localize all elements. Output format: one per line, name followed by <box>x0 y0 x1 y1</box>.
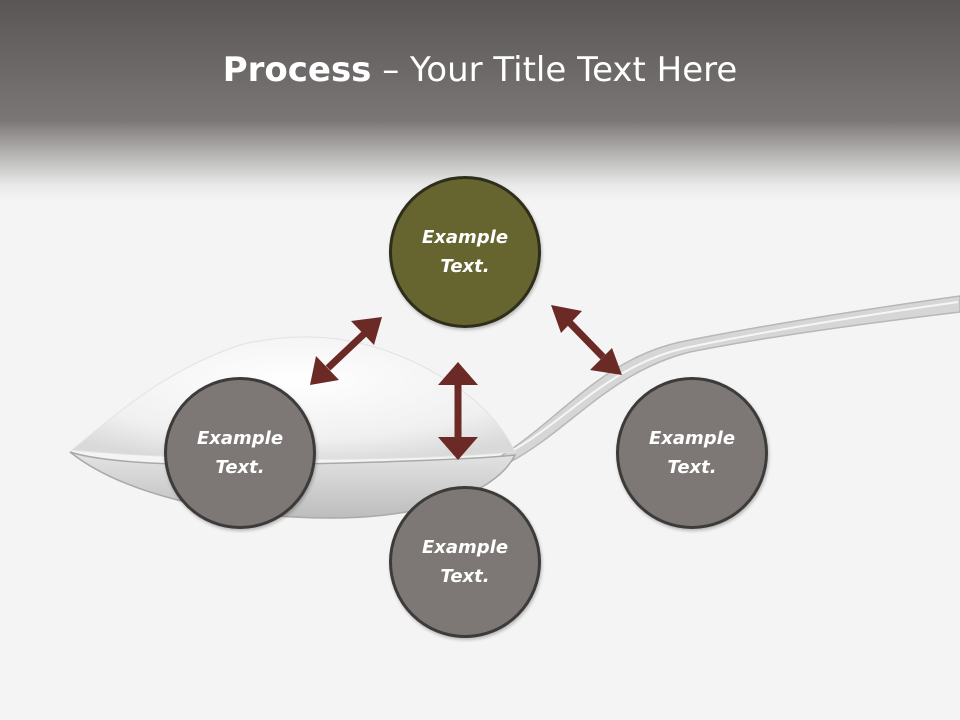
arrow-vertical <box>438 362 478 460</box>
title-rest: – Your Title Text Here <box>371 50 738 90</box>
node-right-label: Example Text. <box>648 428 736 478</box>
process-node-bottom[interactable]: Example Text. <box>389 486 541 638</box>
node-top-label: Example Text. <box>421 227 509 277</box>
node-bottom-label: Example Text. <box>421 537 509 587</box>
title-bold: Process <box>222 50 372 90</box>
arrow-top-left <box>310 317 382 385</box>
spoon-handle <box>496 295 960 463</box>
header-band <box>0 0 960 200</box>
arrow-top-right <box>551 305 622 375</box>
slide-title: Process – Your Title Text Here <box>0 50 960 90</box>
spoon-handle-highlight <box>509 301 959 453</box>
process-node-left[interactable]: Example Text. <box>164 377 316 529</box>
node-left-label: Example Text. <box>196 428 284 478</box>
process-node-right[interactable]: Example Text. <box>616 377 768 529</box>
process-node-top[interactable]: Example Text. <box>389 176 541 328</box>
